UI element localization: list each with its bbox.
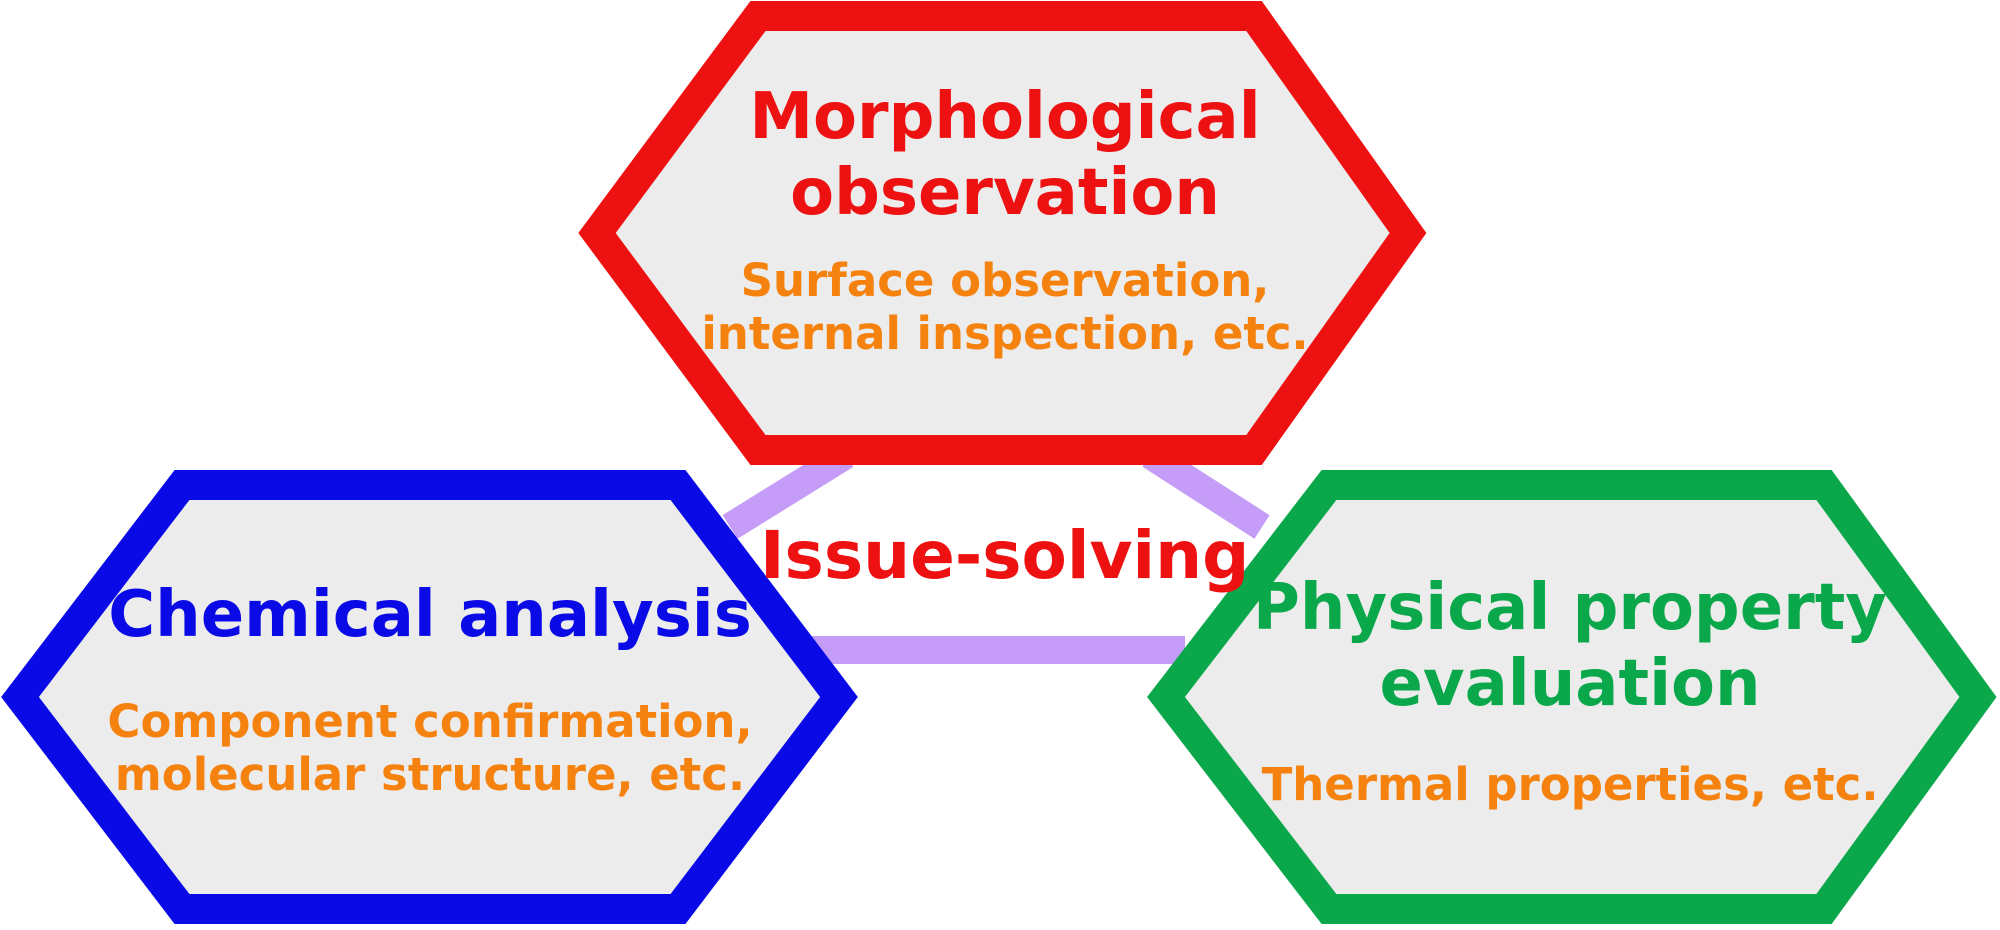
center-label: Issue-solving xyxy=(760,517,1250,594)
physical-title: Physical property evaluation xyxy=(1190,571,1950,722)
morphological-title: Morphological observation xyxy=(620,80,1390,231)
chemical-subtitle-line-1: Component confirmation, xyxy=(107,695,753,748)
morphological-title-line-1: Morphological xyxy=(749,80,1261,154)
morphological-hexagon xyxy=(578,1,1427,465)
connector-left xyxy=(722,443,854,539)
center-triangle xyxy=(722,443,1270,664)
morphological-subtitle: Surface observation, internal inspection… xyxy=(620,254,1390,360)
chemical-subtitle: Component confirmation, molecular struct… xyxy=(60,695,800,801)
physical-title-line-2: evaluation xyxy=(1379,646,1761,721)
chemical-title-line-1: Chemical analysis xyxy=(108,578,752,652)
chemical-subtitle-line-2: molecular structure, etc. xyxy=(114,748,746,802)
physical-title-line-1: Physical property xyxy=(1253,571,1887,645)
morphological-subtitle-line-2: internal inspection, etc. xyxy=(701,307,1309,361)
physical-subtitle: Thermal properties, etc. xyxy=(1190,758,1950,811)
physical-subtitle-line-1: Thermal properties, etc. xyxy=(1261,758,1879,811)
chemical-title: Chemical analysis xyxy=(60,578,800,654)
chemical-hexagon xyxy=(1,470,858,924)
morphological-title-line-2: observation xyxy=(790,155,1220,230)
connector-right xyxy=(1142,443,1270,539)
physical-hexagon xyxy=(1147,470,1997,924)
morphological-subtitle-line-1: Surface observation, xyxy=(740,254,1270,307)
